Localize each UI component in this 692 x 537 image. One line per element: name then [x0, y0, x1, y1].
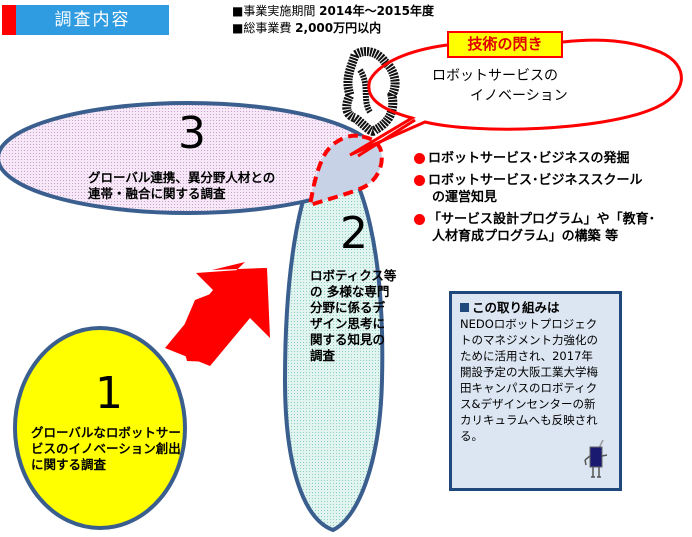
scribble-figure-icon: [342, 47, 400, 136]
item-2-line: ザイン思考に: [310, 316, 386, 331]
item-2-line: ロボティクス等: [310, 268, 397, 283]
item-1-line: グローバルなロボットサー: [31, 425, 181, 440]
info-heading: この取り組みは: [460, 300, 611, 316]
bullet-dot-icon: [414, 214, 425, 225]
item-3-text: グローバル連携、異分野人材との 連帯・融合に関する調査: [88, 170, 275, 202]
callout-line-2: イノベーション: [470, 88, 568, 104]
item-2-line: 関する知見の: [310, 332, 386, 347]
period-label: ■事業実施期間: [232, 4, 316, 18]
item-1-line: ビスのイノベーション創出: [31, 441, 181, 456]
info-heading-text: この取り組みは: [472, 300, 560, 315]
title-bar: [2, 5, 169, 35]
item-1-text: グローバルなロボットサー ビスのイノベーション創出 に関する調査: [31, 425, 181, 473]
cost-label: ■総事業費: [232, 21, 292, 35]
cost-line: ■総事業費 2,000万円以内: [232, 20, 381, 36]
callout-line-1: ロボットサービスの: [432, 68, 558, 84]
outcome-list: ロボットサービス･ビジネスの発掘 ロボットサービス･ビジネススクール の運営知見…: [414, 150, 655, 250]
robot-icon: [584, 439, 608, 478]
bullet-dot-icon: [414, 175, 425, 186]
outcome-item: 「サービス設計プログラム」や「教育･ 人材育成プログラム」の構築 等: [414, 211, 655, 245]
outcome-item: ロボットサービス･ビジネススクール の運営知見: [414, 172, 655, 206]
outcome-line: 「サービス設計プログラム」や「教育･: [428, 212, 656, 227]
item-3-line: 連帯・融合に関する調査: [88, 186, 226, 201]
item-2-number: 2: [340, 208, 368, 259]
callout-tag: 技術の閃き: [447, 31, 563, 58]
bubble-pointer: [357, 118, 416, 158]
bullet-dot-icon: [414, 153, 425, 164]
period-value: 2014年～2015年度: [319, 4, 434, 18]
item-1-line: に関する調査: [31, 457, 107, 472]
outcome-line: ロボットサービス･ビジネスの発掘: [428, 151, 630, 166]
callout-text: ロボットサービスの イノベーション: [432, 66, 568, 106]
outcome-line: 人材育成プログラム」の構築 等: [432, 229, 619, 244]
title-accent: [2, 5, 16, 35]
circle-1: [13, 326, 187, 530]
cost-value: 2,000万円以内: [295, 21, 382, 35]
item-3-line: グローバル連携、異分野人材との: [88, 170, 276, 185]
info-box: この取り組みは NEDOロボットプロジェクトのマネジメント力強化のために活用され…: [449, 291, 622, 491]
item-3-number: 3: [178, 108, 206, 159]
info-body: NEDOロボットプロジェクトのマネジメント力強化のために活用され、2017年開設…: [460, 317, 598, 443]
outcome-line: ロボットサービス･ビジネススクール: [428, 173, 643, 188]
item-2-line: 調査: [310, 348, 336, 363]
square-bullet-icon: [460, 303, 469, 312]
item-2-text: ロボティクス等 の 多様な専門 分野に係るデ ザイン思考に 関する知見の 調査: [310, 268, 396, 364]
item-2-line: の 多様な専門: [310, 284, 390, 299]
period-line: ■事業実施期間 2014年～2015年度: [232, 3, 434, 19]
red-arrow-main: [165, 268, 270, 366]
page-title: 調査内容: [54, 10, 131, 30]
speech-bubble: [349, 38, 683, 157]
item-1-number: 1: [95, 368, 123, 419]
outcome-line: の運営知見: [432, 190, 498, 205]
ellipse-2: [282, 147, 385, 533]
item-2-line: 分野に係るデ: [310, 300, 386, 315]
outcome-item: ロボットサービス･ビジネスの発掘: [414, 150, 655, 167]
